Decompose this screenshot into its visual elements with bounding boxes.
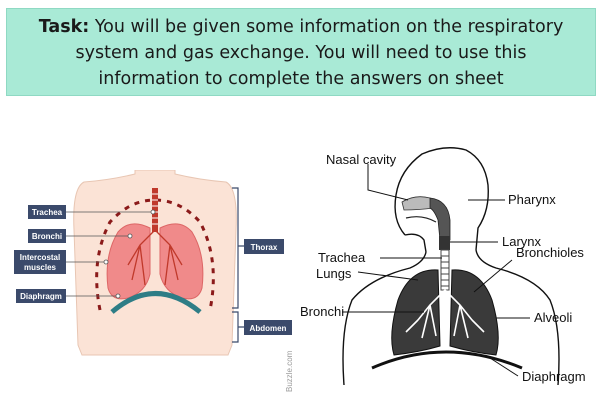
bronchial-tree — [127, 229, 183, 286]
label-trachea: Trachea — [32, 208, 63, 217]
trachea-rings — [440, 249, 450, 291]
trachea-tube — [152, 188, 158, 232]
label-thorax: Thorax — [251, 243, 278, 252]
torso-lung-diagram: Trachea Bronchi Intercostal muscles Diap… — [14, 170, 294, 392]
watermark-buzzle: Buzzle.com — [285, 350, 294, 392]
right-lung — [159, 223, 204, 300]
label-diaphragm-right: Diaphragm — [522, 369, 586, 384]
task-line-1: Task: You will be given some information… — [7, 14, 595, 40]
intercostal-muscles-outline — [95, 198, 215, 311]
body-outline — [342, 147, 560, 386]
label-larynx: Larynx — [502, 234, 542, 249]
label-bronchioles: Bronchioles — [516, 245, 584, 260]
task-box: Task: You will be given some information… — [6, 8, 596, 96]
label-trachea-right: Trachea — [318, 250, 366, 265]
pharynx-shape — [429, 197, 451, 241]
label-intercostal-1: Intercostal — [20, 253, 60, 262]
label-lungs: Lungs — [316, 266, 352, 281]
thorax-bracket — [232, 187, 244, 309]
right-lung-dark — [449, 269, 499, 356]
label-alveoli: Alveoli — [534, 310, 572, 325]
label-nasal-cavity: Nasal cavity — [326, 152, 397, 167]
task-label: Task: — [38, 17, 90, 37]
label-diaphragm: Diaphragm — [20, 292, 62, 301]
label-pharynx: Pharynx — [508, 192, 556, 207]
abdomen-bracket — [232, 311, 244, 343]
mouth-shape — [405, 216, 437, 223]
respiratory-system-diagram: Nasal cavity Pharynx Larynx Trachea Bron… — [300, 147, 586, 386]
task-text-1: You will be given some information on th… — [89, 17, 564, 37]
diaphragm-line — [371, 350, 523, 370]
larynx-shape — [439, 236, 450, 250]
label-abdomen: Abdomen — [250, 324, 287, 333]
task-line-3: information to complete the answers on s… — [98, 69, 504, 89]
label-bronchi: Bronchi — [32, 232, 62, 241]
label-bronchi-right: Bronchi — [300, 304, 344, 319]
task-line-2: system and gas exchange. You will need t… — [75, 43, 527, 63]
bronchi-tree-white — [405, 289, 485, 339]
label-intercostal-2: muscles — [24, 263, 57, 272]
diaphragm-muscle — [110, 291, 202, 314]
left-lung — [106, 223, 151, 300]
nasal-cavity-shape — [401, 196, 435, 211]
